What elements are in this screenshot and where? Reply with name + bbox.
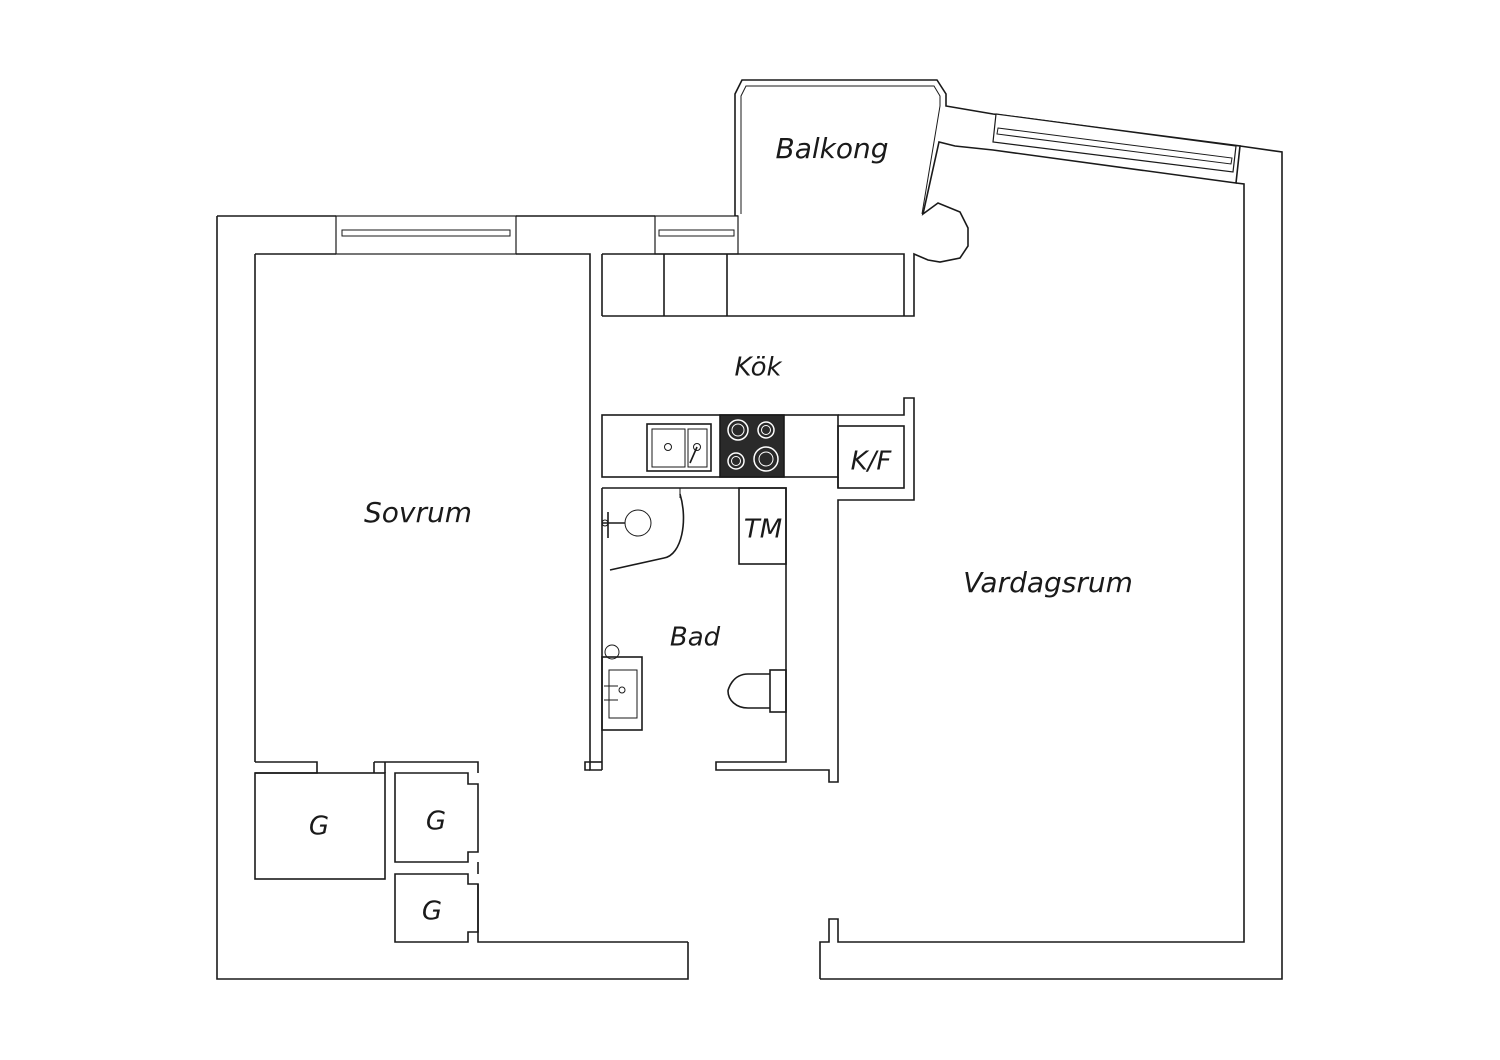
closet-box-1 [254,772,386,880]
stove-icon [719,414,785,478]
label-balcony: Balkong [775,132,888,165]
shower-icon [601,488,685,571]
label-fridge-freezer: K/F [851,447,893,477]
balcony [602,79,1241,317]
outer-walls [216,145,1283,980]
label-closet-1: G [309,812,329,842]
bathroom [584,487,787,771]
sink-icon [646,423,712,472]
label-closet-3: G [422,897,442,927]
room-labels: Balkong Kök Sovrum Vardagsrum Bad K/F TM… [309,132,1133,927]
closet-box-3 [394,873,479,943]
window-kitchen [654,215,739,255]
closet-box-2 [394,772,479,863]
label-living-room: Vardagsrum [963,566,1133,599]
washbasin-icon [601,644,643,731]
toilet-icon [727,669,787,713]
label-kitchen: Kök [734,353,782,383]
window-bedroom [335,215,517,255]
label-bedroom: Sovrum [364,496,472,529]
closets [254,761,479,943]
kitchen [601,253,915,783]
washer-box [738,487,787,565]
fridge-freezer [602,397,915,783]
label-closet-2: G [426,807,446,837]
label-bathroom: Bad [670,623,721,653]
label-washer: TM [744,515,782,545]
